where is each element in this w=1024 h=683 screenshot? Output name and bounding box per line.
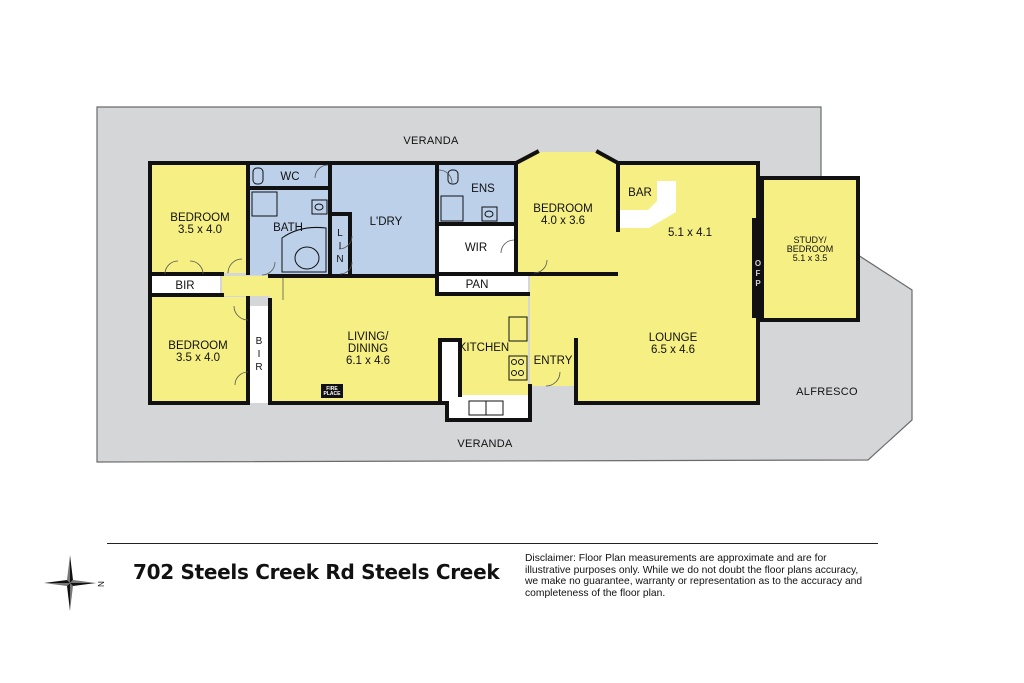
ensuite-label: ENS	[471, 183, 495, 195]
bedroom-ne-label: BEDROOM	[533, 203, 592, 215]
bath	[250, 188, 330, 275]
lin-letter-3: N	[336, 254, 343, 265]
study-label-2: BEDROOM	[787, 244, 834, 254]
fireplace-ofp	[752, 218, 764, 318]
lin-letter-1: L	[337, 228, 343, 239]
lin-letter-2: I	[339, 241, 342, 252]
study-bedroom	[762, 178, 858, 320]
bir-side	[249, 306, 270, 403]
fixtures	[251, 167, 528, 416]
footer-rule	[107, 543, 878, 544]
fireplace-label-2: PLACE	[324, 391, 342, 397]
laundry-label: L'DRY	[370, 216, 403, 228]
doors	[164, 164, 561, 387]
bath-label: BATH	[273, 222, 303, 234]
bir-top-label: BIR	[175, 280, 194, 292]
bedroom-ne	[516, 152, 618, 273]
compass-icon: N	[44, 555, 105, 611]
lounge-dims: 6.5 x 4.6	[651, 344, 695, 356]
entry-label: ENTRY	[534, 355, 573, 367]
wir	[438, 225, 516, 273]
bir-side-letter-2: I	[258, 349, 261, 360]
kitchen-bench-white	[440, 340, 460, 403]
rooms	[150, 152, 858, 421]
living-dining	[270, 278, 528, 403]
kitchen-sink-area	[447, 395, 529, 421]
compass-north-label: N	[96, 581, 105, 587]
alfresco-label: ALFRESCO	[796, 386, 858, 398]
lounge	[530, 163, 758, 403]
ofp-letter-3: P	[755, 279, 761, 288]
living-label: LIVING/	[348, 331, 390, 343]
laundry	[330, 163, 437, 275]
fireplace-label-1: FIRE	[326, 386, 338, 392]
bedroom-ne-dims: 4.0 x 3.6	[541, 215, 585, 227]
veranda-top-label: VERANDA	[403, 135, 459, 147]
bedroom-nw-dims: 3.5 x 4.0	[178, 224, 222, 236]
pantry-label: PAN	[466, 279, 489, 291]
ensuite	[438, 163, 516, 223]
walls	[148, 149, 860, 422]
entry	[530, 340, 576, 386]
lounge-label: LOUNGE	[649, 332, 698, 344]
study-label-1: STUDY/	[793, 235, 827, 245]
bedroom-nw-label: BEDROOM	[170, 212, 229, 224]
dining-label: DINING	[348, 343, 388, 355]
kitchen-label: KITCHEN	[459, 342, 509, 354]
hall-link	[222, 276, 278, 296]
wir-label: WIR	[465, 242, 487, 254]
bedroom-nw	[150, 163, 248, 273]
property-address: 702 Steels Creek Rd Steels Creek	[133, 560, 500, 584]
veranda-bottom-label: VERANDA	[457, 438, 513, 450]
bir-top	[150, 275, 220, 294]
living-dims: 6.1 x 4.6	[346, 355, 390, 367]
bedroom-sw-label: BEDROOM	[168, 340, 227, 352]
bar-counter	[619, 181, 676, 228]
ofp-letter-2: F	[756, 269, 761, 278]
disclaimer-text: Disclaimer: Floor Plan measurements are …	[525, 553, 863, 599]
bir-side-letter-3: R	[255, 362, 262, 373]
pantry	[438, 276, 528, 293]
study-dims: 5.1 x 3.5	[793, 253, 828, 263]
bar-label: BAR	[628, 187, 652, 199]
bar-dims: 5.1 x 4.1	[668, 227, 712, 239]
bedroom-sw-dims: 3.5 x 4.0	[176, 352, 220, 364]
bedroom-sw	[150, 297, 247, 404]
wc-label: WC	[280, 171, 299, 183]
bir-side-letter-1: B	[256, 336, 263, 347]
ofp-letter-1: O	[755, 259, 761, 268]
fireplace	[321, 384, 343, 398]
